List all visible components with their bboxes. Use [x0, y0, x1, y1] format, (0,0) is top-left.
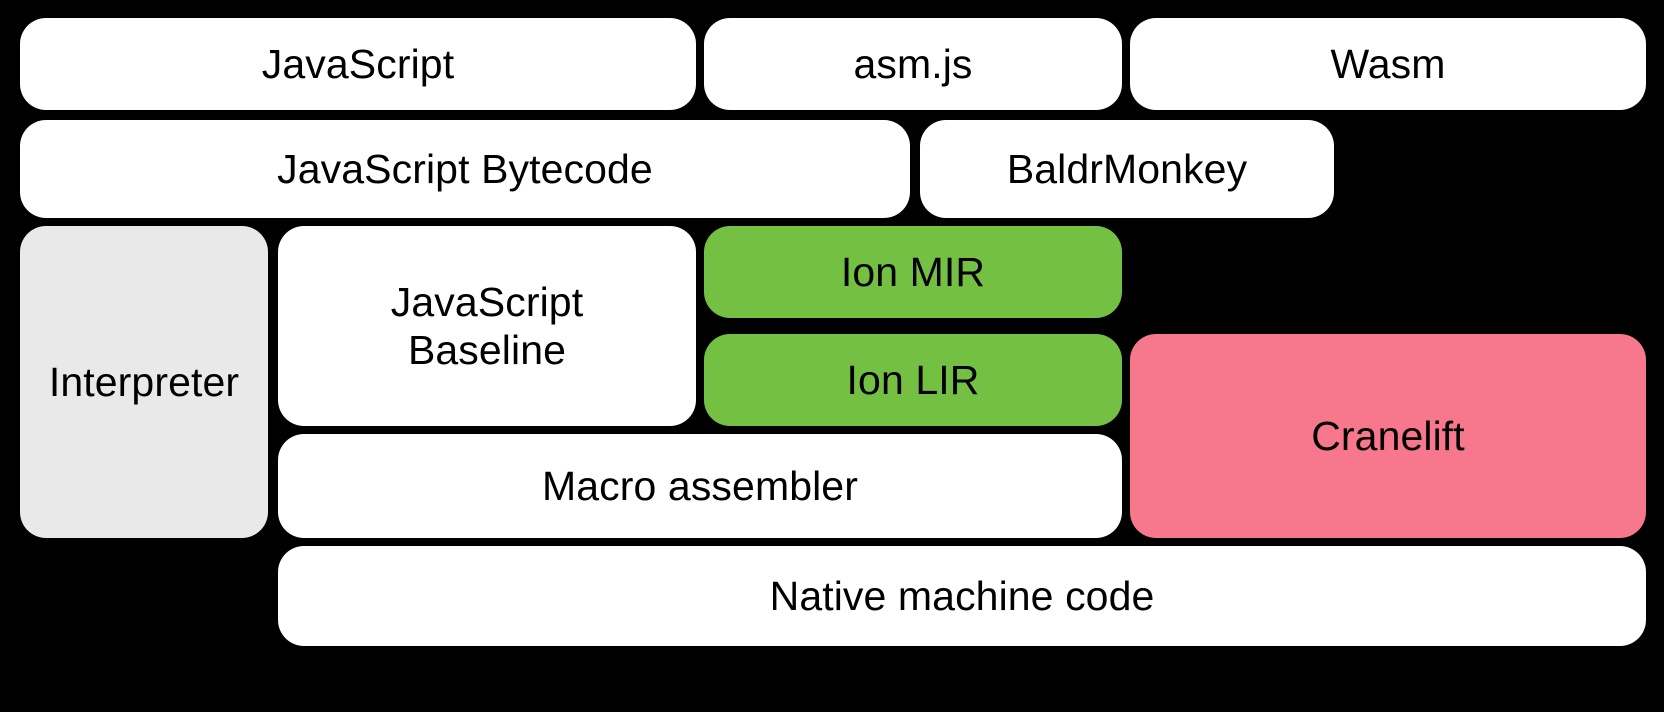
node-ion-mir[interactable]: Ion MIR: [704, 226, 1122, 318]
node-interpreter[interactable]: Interpreter: [20, 226, 268, 538]
node-native-machine-code[interactable]: Native machine code: [278, 546, 1646, 646]
node-cranelift[interactable]: Cranelift: [1130, 334, 1646, 538]
node-macro-assembler[interactable]: Macro assembler: [278, 434, 1122, 538]
node-wasm[interactable]: Wasm: [1130, 18, 1646, 110]
node-javascript[interactable]: JavaScript: [20, 18, 696, 110]
node-ion-lir[interactable]: Ion LIR: [704, 334, 1122, 426]
node-javascript-bytecode[interactable]: JavaScript Bytecode: [20, 120, 910, 218]
node-asm-js[interactable]: asm.js: [704, 18, 1122, 110]
node-baldrmonkey[interactable]: BaldrMonkey: [920, 120, 1334, 218]
node-javascript-baseline[interactable]: JavaScript Baseline: [278, 226, 696, 426]
